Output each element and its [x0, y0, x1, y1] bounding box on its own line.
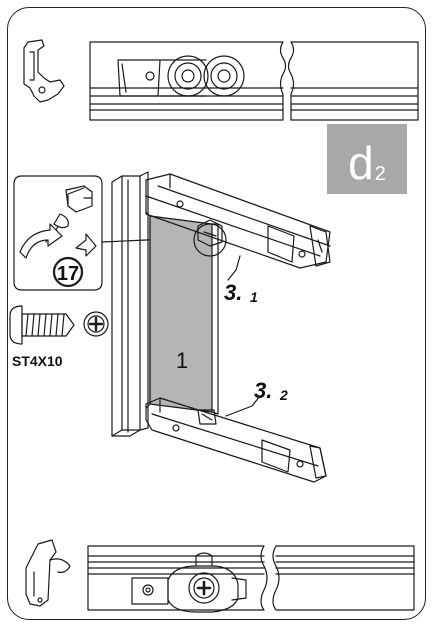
screw-icon — [9, 305, 109, 345]
bottom-roller-icon — [131, 552, 247, 613]
panel-number-label: 1 — [176, 348, 188, 373]
vertical-frame-profile — [111, 171, 149, 437]
top-rail — [145, 173, 331, 269]
step-badge-subscript: 2 — [374, 163, 386, 185]
step-badge-letter: d — [348, 137, 374, 189]
screw-spec-label: ST4X10 — [12, 353, 63, 369]
part-top-subnumber-label: 1 — [250, 289, 258, 305]
top-track — [89, 41, 419, 121]
top-roller-icon — [117, 55, 245, 97]
glass-panel — [145, 211, 219, 415]
top-profile-section-icon — [23, 39, 65, 103]
step-badge: d 2 — [327, 124, 407, 194]
leader-lines — [225, 255, 261, 417]
step-number-label: 17 — [57, 263, 79, 285]
part-top-number-label: 3. — [224, 280, 242, 305]
bottom-track — [87, 545, 415, 611]
part-bottom-subnumber-label: 2 — [279, 387, 288, 403]
bottom-rail — [145, 397, 327, 483]
bottom-profile-section-icon — [25, 539, 71, 607]
diagram-frame — [7, 7, 426, 620]
part-bottom-number-label: 3. — [254, 378, 272, 403]
